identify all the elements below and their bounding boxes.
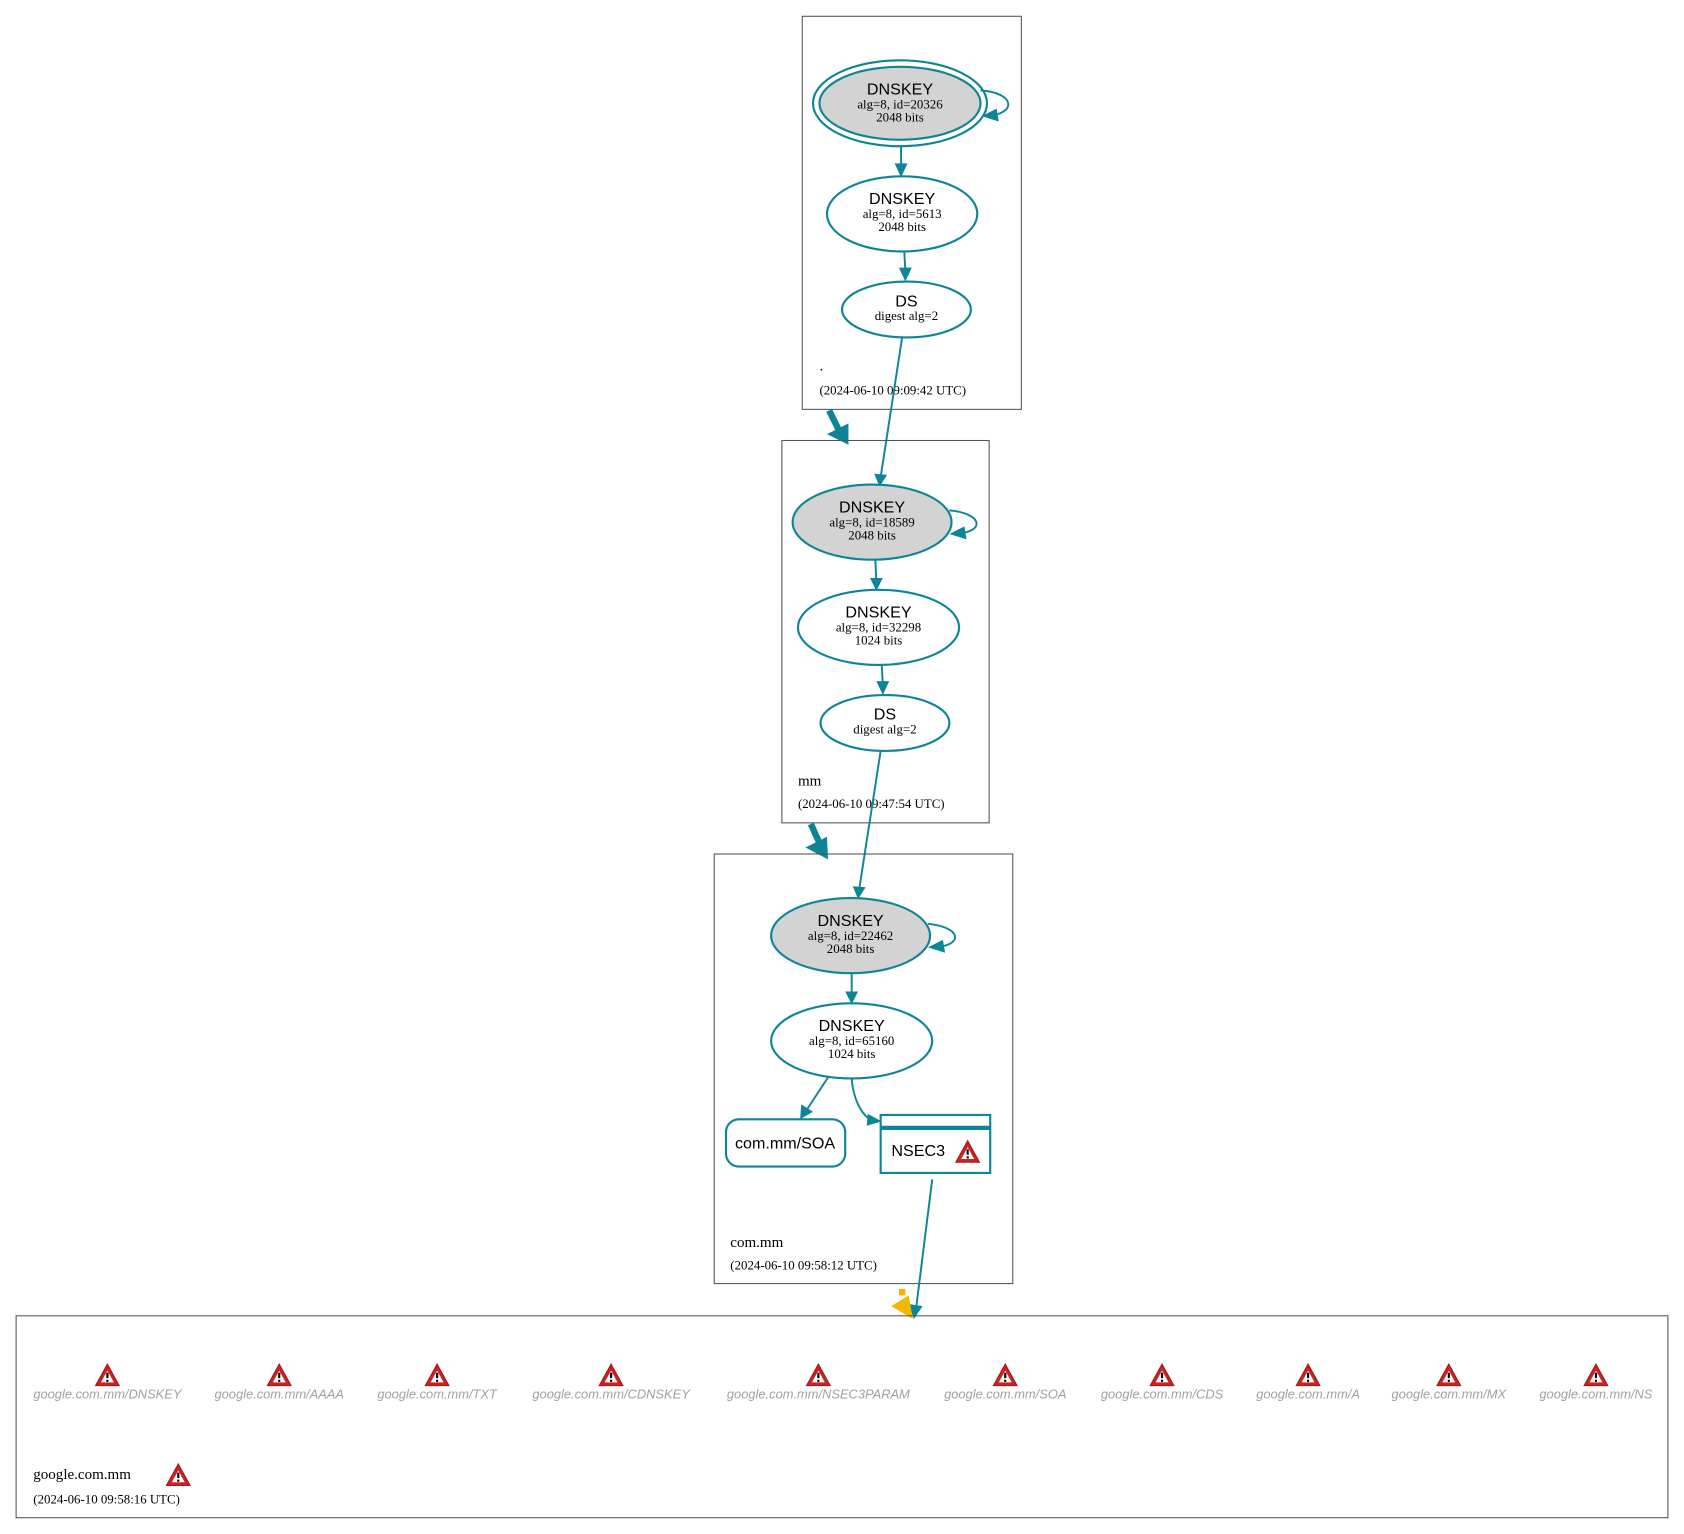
- rrset-label: google.com.mm/A: [1256, 1386, 1360, 1401]
- svg-text:com.mm/SOA: com.mm/SOA: [735, 1134, 835, 1152]
- svg-text:DNSKEY: DNSKEY: [839, 498, 905, 516]
- zone-timestamp: (2024-06-10 09:58:12 UTC): [730, 1259, 877, 1273]
- sign-edge: [850, 1078, 873, 1122]
- dnskey-node-65160[interactable]: DNSKEY alg=8, id=65160 1024 bits: [770, 1002, 934, 1080]
- zone-cluster-google-com-mm: google.com.mm/DNSKEY google.com.mm/AAAA go…: [15, 1315, 1669, 1519]
- svg-text:DNSKEY: DNSKEY: [869, 190, 935, 208]
- zone-name: google.com.mm: [33, 1467, 131, 1483]
- svg-text:digest alg=2: digest alg=2: [875, 309, 938, 323]
- insecure-delegation-icon: [891, 1288, 913, 1320]
- rrset-label: google.com.mm/TXT: [377, 1386, 498, 1401]
- rrset-label: google.com.mm/AAAA: [214, 1386, 344, 1401]
- warning-icon: [424, 1363, 450, 1387]
- rrset-node[interactable]: google.com.mm/NSEC3PARAM: [727, 1363, 910, 1402]
- dnskey-node-32298[interactable]: DNSKEY alg=8, id=32298 1024 bits: [796, 588, 961, 667]
- zone-timestamp: (2024-06-10 09:09:42 UTC): [819, 383, 966, 397]
- zone-timestamp: (2024-06-10 09:58:16 UTC): [33, 1493, 180, 1507]
- warning-icon: [1436, 1363, 1462, 1387]
- svg-text:1024 bits: 1024 bits: [828, 1047, 876, 1061]
- warning-icon: [165, 1463, 191, 1487]
- dnskey-node-5613[interactable]: DNSKEY alg=8, id=5613 2048 bits: [825, 175, 979, 253]
- svg-text:alg=8, id=32298: alg=8, id=32298: [836, 621, 921, 635]
- zone-timestamp: (2024-06-10 09:47:54 UTC): [798, 797, 945, 811]
- cluster-box: [713, 853, 1014, 1285]
- warning-icon: [1295, 1363, 1321, 1387]
- ds-edge: [879, 337, 904, 478]
- zone-cluster-mm: DNSKEY alg=8, id=18589 2048 bits DNSKEY …: [781, 439, 990, 824]
- svg-text:2048 bits: 2048 bits: [878, 220, 926, 234]
- rrset-node[interactable]: google.com.mm/NS: [1539, 1363, 1653, 1402]
- warning-icon: [95, 1363, 120, 1387]
- soa-rrset-node[interactable]: com.mm/SOA: [724, 1118, 847, 1168]
- rrset-label: google.com.mm/CDS: [1101, 1386, 1224, 1401]
- svg-text:1024 bits: 1024 bits: [855, 634, 903, 648]
- zone-cluster-com-mm: DNSKEY alg=8, id=22462 2048 bits DNSKEY …: [713, 853, 1014, 1285]
- svg-text:DS: DS: [895, 292, 917, 310]
- warning-icon: [1583, 1363, 1609, 1387]
- rrset-node[interactable]: google.com.mm/DNSKEY: [33, 1363, 183, 1402]
- nsec3-node[interactable]: NSEC3: [879, 1113, 992, 1175]
- nsec3-edge: [915, 1179, 934, 1309]
- svg-text:DNSKEY: DNSKEY: [845, 604, 911, 622]
- rrset-node[interactable]: google.com.mm/CDNSKEY: [532, 1363, 691, 1402]
- rrset-node[interactable]: google.com.mm/SOA: [944, 1363, 1066, 1402]
- svg-text:digest alg=2: digest alg=2: [853, 723, 916, 737]
- warning-icon: [266, 1363, 292, 1387]
- cluster-box: [15, 1315, 1669, 1519]
- rrset-node[interactable]: google.com.mm/A: [1256, 1363, 1360, 1402]
- svg-text:alg=8, id=65160: alg=8, id=65160: [809, 1034, 894, 1048]
- rrset-label: google.com.mm/MX: [1392, 1386, 1507, 1401]
- warning-icon: [1149, 1363, 1175, 1387]
- cluster-box: [801, 15, 1022, 410]
- delegation-edge: [826, 408, 843, 434]
- ds-node-mm[interactable]: DS digest alg=2: [819, 693, 951, 752]
- zone-name: mm: [798, 773, 822, 789]
- ds-node-root[interactable]: DS digest alg=2: [840, 280, 972, 339]
- rrset-label: google.com.mm/NSEC3PARAM: [727, 1386, 910, 1401]
- svg-text:DNSKEY: DNSKEY: [817, 912, 883, 930]
- warning-icon: [992, 1363, 1018, 1387]
- rrset-node[interactable]: google.com.mm/AAAA: [214, 1363, 344, 1402]
- svg-text:alg=8, id=20326: alg=8, id=20326: [857, 98, 943, 112]
- rrset-label: google.com.mm/CDNSKEY: [532, 1386, 691, 1401]
- zone-name: .: [819, 359, 823, 375]
- rrset-label: google.com.mm/NS: [1539, 1386, 1652, 1401]
- sign-edge: [874, 559, 878, 582]
- zone-cluster-root: DNSKEY alg=8, id=20326 2048 bits DNSKEY …: [801, 15, 1022, 410]
- rrset-label: google.com.mm/SOA: [944, 1386, 1066, 1401]
- dnskey-node-22462[interactable]: DNSKEY alg=8, id=22462 2048 bits: [770, 896, 932, 975]
- rrset-node[interactable]: google.com.mm/MX: [1392, 1363, 1507, 1402]
- svg-text:alg=8, id=5613: alg=8, id=5613: [863, 207, 942, 221]
- warning-icon: [806, 1363, 831, 1387]
- sign-edge: [806, 1076, 829, 1110]
- cluster-box: [781, 439, 990, 824]
- svg-text:alg=8, id=22462: alg=8, id=22462: [808, 929, 893, 943]
- svg-text:DNSKEY: DNSKEY: [867, 81, 933, 99]
- rrset-node[interactable]: google.com.mm/TXT: [377, 1363, 498, 1402]
- ds-edge: [858, 750, 882, 890]
- svg-text:DNSKEY: DNSKEY: [819, 1017, 885, 1035]
- dnskey-node-20326[interactable]: DNSKEY alg=8, id=20326 2048 bits: [811, 59, 989, 148]
- zone-name: com.mm: [730, 1235, 783, 1251]
- dnskey-node-18589[interactable]: DNSKEY alg=8, id=18589 2048 bits: [791, 483, 953, 561]
- svg-text:DS: DS: [874, 706, 896, 724]
- rrset-node[interactable]: google.com.mm/CDS: [1101, 1363, 1224, 1402]
- svg-text:2048 bits: 2048 bits: [827, 942, 875, 956]
- rrset-label: google.com.mm/DNSKEY: [33, 1386, 183, 1401]
- svg-text:2048 bits: 2048 bits: [848, 528, 896, 542]
- warning-icon: [598, 1363, 624, 1387]
- svg-text:alg=8, id=18589: alg=8, id=18589: [829, 515, 914, 529]
- svg-text:NSEC3: NSEC3: [891, 1142, 945, 1160]
- svg-text:2048 bits: 2048 bits: [876, 111, 924, 125]
